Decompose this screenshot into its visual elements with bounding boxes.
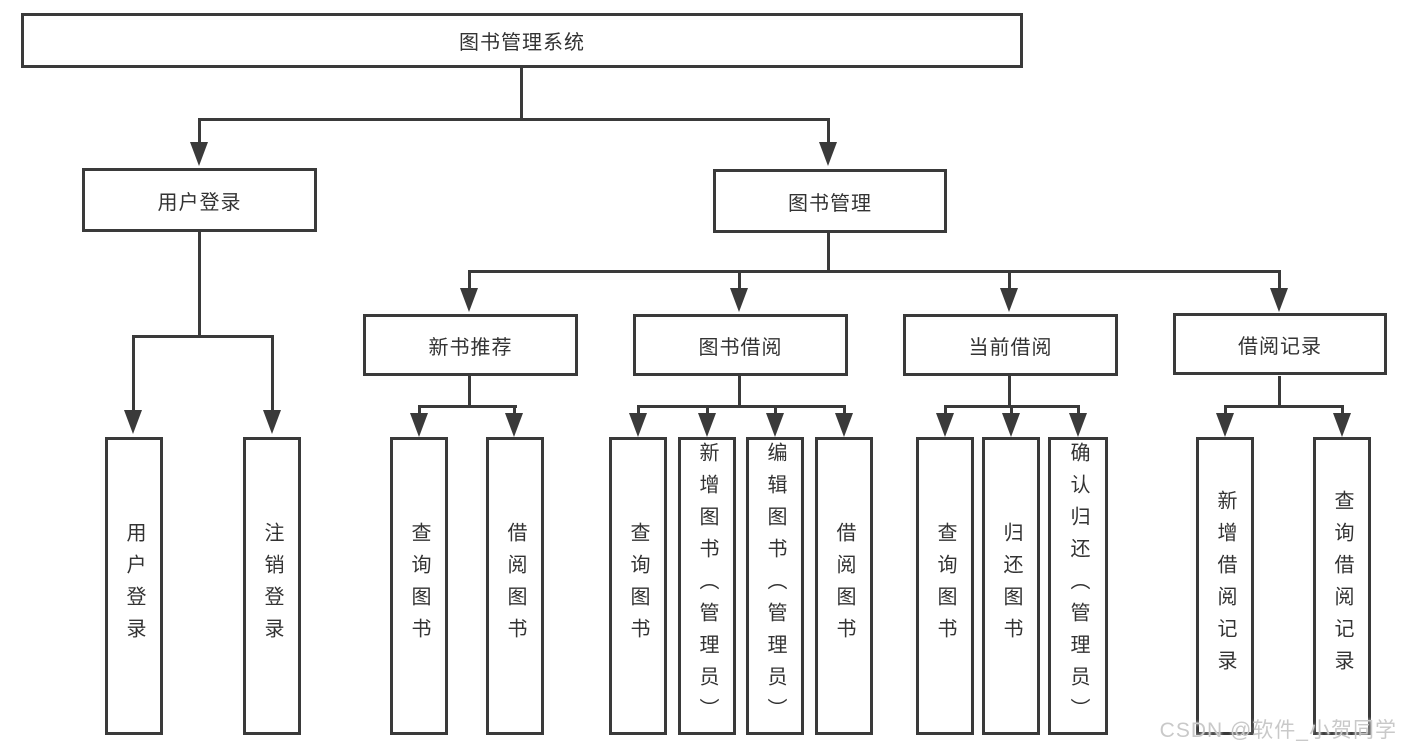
node-label: 图书管理 — [788, 192, 872, 215]
node-label: 图书管理系统 — [459, 32, 585, 54]
node-label: 借阅记录 — [1238, 335, 1322, 358]
connector-line — [1010, 405, 1013, 414]
connector-line — [637, 405, 640, 414]
leaf-label: 归还图书 — [1000, 522, 1022, 650]
leaf-borrow-books-recommend: 借阅图书 — [486, 437, 544, 735]
arrow-down-icon — [766, 413, 784, 437]
connector-line — [827, 233, 830, 273]
leaf-label: 查询借阅记录 — [1331, 490, 1353, 682]
node-user-login: 用户登录 — [82, 168, 317, 232]
connector-line — [520, 68, 523, 121]
connector-line — [706, 405, 709, 414]
leaf-label: 编辑图书（管理员） — [764, 442, 786, 730]
connector-line — [199, 118, 830, 121]
arrow-down-icon — [819, 142, 837, 166]
leaf-label: 注销登录 — [261, 522, 283, 650]
node-book-borrowing: 图书借阅 — [633, 314, 848, 376]
leaf-query-borrow-record: 查询借阅记录 — [1313, 437, 1371, 735]
connector-line — [1008, 270, 1011, 290]
leaf-query-books-current: 查询图书 — [916, 437, 974, 735]
connector-line — [469, 270, 1281, 273]
connector-line — [827, 118, 830, 144]
leaf-label: 用户登录 — [123, 522, 145, 650]
node-label: 用户登录 — [157, 191, 242, 214]
node-library-management-system: 图书管理系统 — [21, 13, 1023, 68]
arrow-down-icon — [835, 413, 853, 437]
arrow-down-icon — [190, 142, 208, 166]
leaf-return-books: 归还图书 — [982, 437, 1040, 735]
connector-line — [513, 405, 516, 414]
arrow-down-icon — [698, 413, 716, 437]
node-label: 当前借阅 — [968, 336, 1053, 359]
connector-line — [198, 232, 201, 338]
leaf-logout: 注销登录 — [243, 437, 301, 735]
leaf-add-borrow-record: 新增借阅记录 — [1196, 437, 1254, 735]
csdn-watermark: CSDN @软件_小贺同学 — [1159, 719, 1397, 742]
connector-line — [1008, 376, 1011, 407]
connector-line — [271, 335, 274, 410]
connector-line — [1278, 270, 1281, 290]
leaf-confirm-return-admin: 确认归还（管理员） — [1048, 437, 1108, 735]
node-new-book-recommend: 新书推荐 — [363, 314, 578, 376]
arrow-down-icon — [263, 410, 281, 434]
leaf-add-books-admin: 新增图书（管理员） — [678, 437, 736, 735]
leaf-label: 新增图书（管理员） — [696, 442, 718, 730]
arrow-down-icon — [730, 288, 748, 312]
connector-line — [738, 376, 741, 407]
leaf-label: 借阅图书 — [833, 522, 855, 650]
leaf-edit-books-admin: 编辑图书（管理员） — [746, 437, 804, 735]
leaf-label: 借阅图书 — [504, 522, 526, 650]
connector-line — [468, 270, 471, 290]
connector-line — [637, 405, 846, 408]
arrow-down-icon — [1216, 413, 1234, 437]
node-current-borrowing: 当前借阅 — [903, 314, 1118, 376]
arrow-down-icon — [1270, 288, 1288, 312]
connector-line — [468, 376, 471, 407]
leaf-user-login: 用户登录 — [105, 437, 163, 735]
arrow-down-icon — [505, 413, 523, 437]
connector-line — [418, 405, 517, 408]
connector-line — [1224, 405, 1227, 414]
leaf-borrow-books: 借阅图书 — [815, 437, 873, 735]
connector-line — [738, 270, 741, 290]
arrow-down-icon — [460, 288, 478, 312]
connector-line — [774, 405, 777, 414]
connector-line — [132, 335, 135, 410]
leaf-label: 查询图书 — [934, 522, 956, 650]
connector-line — [132, 335, 274, 338]
arrow-down-icon — [1333, 413, 1351, 437]
leaf-query-books-borrowing: 查询图书 — [609, 437, 667, 735]
connector-line — [843, 405, 846, 414]
arrow-down-icon — [1069, 413, 1087, 437]
arrow-down-icon — [124, 410, 142, 434]
leaf-label: 新增借阅记录 — [1214, 490, 1236, 682]
arrow-down-icon — [1002, 413, 1020, 437]
node-book-management: 图书管理 — [713, 169, 947, 233]
arrow-down-icon — [410, 413, 428, 437]
connector-line — [198, 118, 201, 144]
connector-line — [418, 405, 421, 414]
arrow-down-icon — [936, 413, 954, 437]
node-label: 图书借阅 — [698, 336, 783, 359]
node-borrowing-records: 借阅记录 — [1173, 313, 1387, 375]
leaf-query-books-recommend: 查询图书 — [390, 437, 448, 735]
arrow-down-icon — [1000, 288, 1018, 312]
connector-line — [944, 405, 947, 414]
node-label: 新书推荐 — [428, 336, 513, 359]
connector-line — [1077, 405, 1080, 414]
connector-line — [1341, 405, 1344, 414]
connector-line — [1278, 376, 1281, 407]
connector-line — [1224, 405, 1344, 408]
leaf-label: 查询图书 — [627, 522, 649, 650]
leaf-label: 确认归还（管理员） — [1067, 442, 1089, 730]
arrow-down-icon — [629, 413, 647, 437]
leaf-label: 查询图书 — [408, 522, 430, 650]
